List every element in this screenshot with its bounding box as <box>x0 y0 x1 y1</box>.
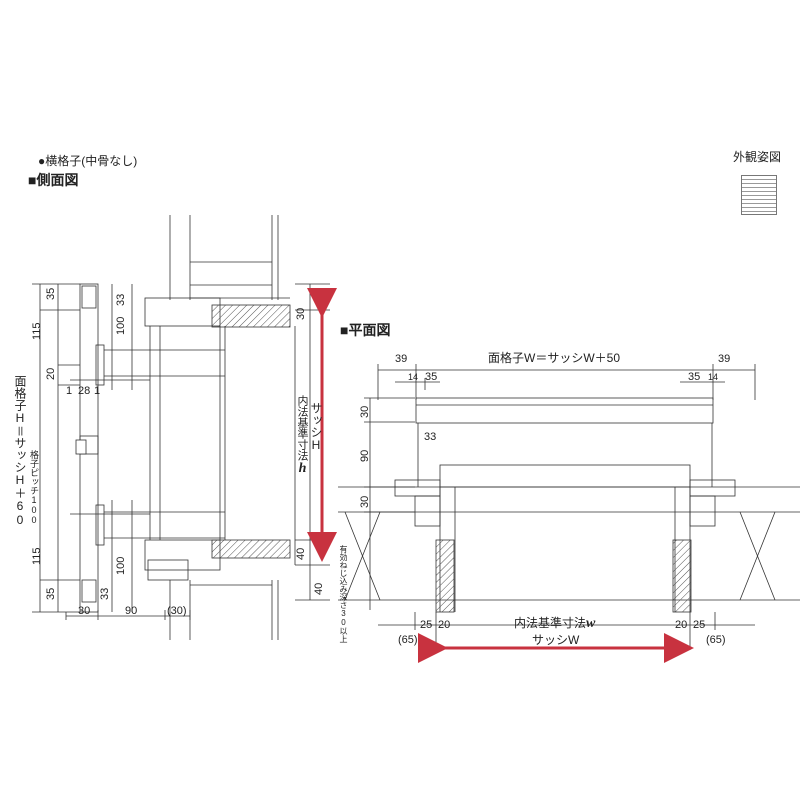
plan-dim-39-right: 39 <box>718 353 730 365</box>
side-lattice-height-label: 面格子H＝サッシH＋60 <box>13 375 27 527</box>
side-dim-35-top: 35 <box>45 288 57 300</box>
plan-bottom-dim-25-left: 25 <box>420 619 432 631</box>
side-bottom-dim-90: 90 <box>125 605 137 617</box>
exterior-view-label: 外観姿図 <box>733 150 782 164</box>
side-inner-dim-100-top: 100 <box>115 317 127 335</box>
plan-depth-note: 有効ねじ込み深さ30以上 <box>339 545 348 643</box>
side-right-dim-40-a: 40 <box>295 548 307 560</box>
side-bottom-dim-30-paren: (30) <box>167 605 187 617</box>
side-dim-20: 20 <box>45 368 57 380</box>
plan-inner-width-label: 内法基準寸法w <box>514 615 596 631</box>
exterior-view-icon <box>741 175 777 215</box>
plan-vdim-90: 90 <box>359 450 371 462</box>
side-view-title: ■側面図 <box>28 172 79 188</box>
plan-left-jamb-wood <box>435 539 455 613</box>
side-inner-dim-100-bottom: 100 <box>115 557 127 575</box>
side-lattice-bar <box>75 439 87 455</box>
side-right-dim-30: 30 <box>295 308 307 320</box>
plan-dim-14-right: 14 <box>708 372 718 382</box>
side-bottom-dim-30: 30 <box>78 605 90 617</box>
side-dim-28: 28 <box>78 385 90 397</box>
plan-sash-width-label: サッシW <box>532 633 580 647</box>
plan-vdim-30-top: 30 <box>359 406 371 418</box>
side-dim-115-bottom: 115 <box>31 547 43 565</box>
side-view-drawing <box>32 215 330 640</box>
side-dim-35-bottom: 35 <box>45 588 57 600</box>
plan-dim-35-left: 35 <box>425 371 437 383</box>
plan-bottom-dim-65-left: (65) <box>398 634 418 646</box>
side-dim-1b: 1 <box>94 385 100 397</box>
side-dim-1a: 1 <box>66 385 72 397</box>
side-sash-height-label: サッシH <box>309 402 323 452</box>
plan-dim-35-right: 35 <box>688 371 700 383</box>
plan-right-jamb-wood <box>672 539 692 613</box>
plan-inner-width-var: w <box>586 616 596 631</box>
plan-dim-14-left: 14 <box>408 372 418 382</box>
plan-bottom-dim-20-right: 20 <box>675 619 687 631</box>
lattice-type-label: ●横格子(中骨なし) <box>38 154 138 168</box>
plan-view-drawing <box>338 364 800 650</box>
side-sill-wood <box>211 539 291 559</box>
side-pitch-label: 格子ピッチ100 <box>29 450 39 525</box>
side-inner-height-label: 内法基準寸法h <box>295 395 310 476</box>
plan-lattice-width-label: 面格子W＝サッシW＋50 <box>488 350 620 365</box>
plan-view-title: ■平面図 <box>340 322 391 338</box>
plan-vdim-30-bottom: 30 <box>359 496 371 508</box>
side-right-dim-40-b: 40 <box>313 583 325 595</box>
plan-bottom-dim-20-left: 20 <box>438 619 450 631</box>
side-right-dim-20: 20 <box>313 288 325 300</box>
plan-dim-33: 33 <box>424 431 436 443</box>
side-inner-dim-33-top: 33 <box>115 294 127 306</box>
plan-bottom-dim-25-right: 25 <box>693 619 705 631</box>
plan-bottom-dim-65-right: (65) <box>706 634 726 646</box>
side-head-wood <box>211 304 291 328</box>
side-inner-height-var: h <box>295 461 310 476</box>
plan-dim-39-left: 39 <box>395 353 407 365</box>
side-dim-115-top: 115 <box>31 322 43 340</box>
side-inner-dim-33-bottom: 33 <box>99 588 111 600</box>
